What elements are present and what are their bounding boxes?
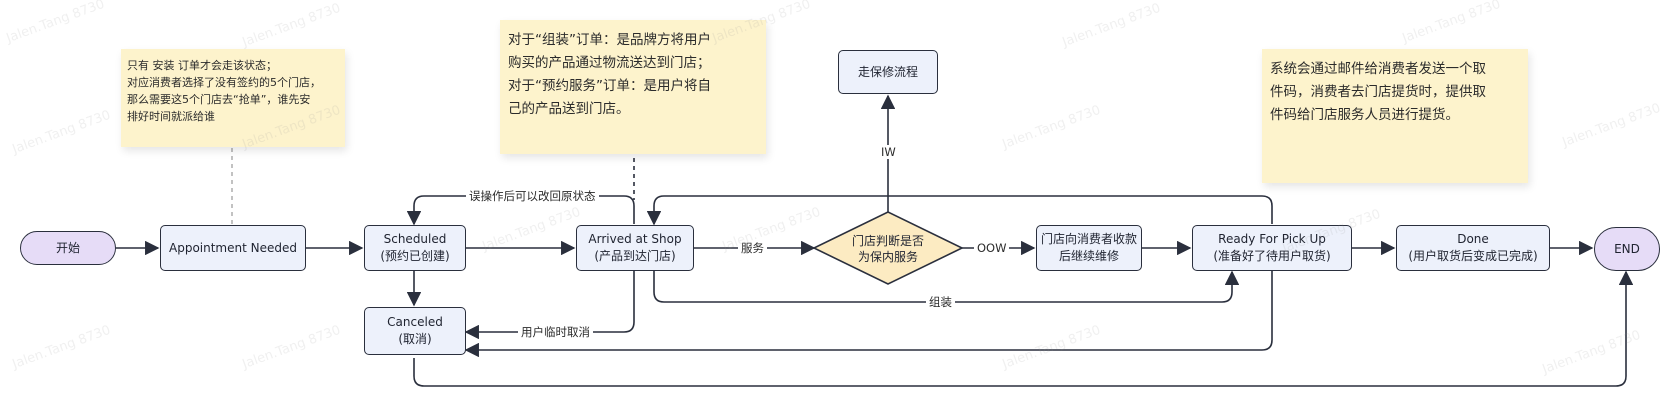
node-label: 门店向消费者收款 (1040, 232, 1137, 246)
done-node[interactable]: Done (用户取货后变成已完成) (1396, 225, 1550, 271)
ready-for-pickup-node[interactable]: Ready For Pick Up (准备好了待用户取货) (1192, 225, 1352, 271)
note-line: 系统会通过邮件给消费者发送一个取 (1270, 61, 1486, 77)
edge-canceled-end (413, 270, 1634, 387)
edge-label-assembly: 组装 (926, 295, 955, 309)
note-install: 只有 安装 订单才会走该状态； 对应消费者选择了没有签约的5个门店， 那么需要这… (121, 49, 345, 147)
start-node[interactable]: 开始 (20, 231, 116, 265)
node-label: Appointment Needed (169, 240, 297, 255)
decision-diamond[interactable] (812, 211, 964, 285)
node-sublabel: 后继续维修 (1058, 249, 1119, 263)
node-label: END (1614, 241, 1640, 256)
appointment-needed-node[interactable]: Appointment Needed (160, 225, 306, 271)
edge-ready-canceled (464, 270, 1273, 358)
note-pickup: 系统会通过邮件给消费者发送一个取 件码，消费者去门店提货时，提供取 件码给门店服… (1262, 49, 1528, 183)
note-assembly: 对于“组装”订单：是品牌方将用户 购买的产品通过物流送达到门店； 对于“预约服务… (500, 20, 766, 154)
node-label: Arrived at Shop (588, 232, 682, 246)
note-line: 对于“组装”订单：是品牌方将用户 (508, 32, 711, 48)
node-sublabel: (用户取货后变成已完成) (1408, 249, 1538, 263)
decision-line: 为保内服务 (857, 250, 918, 264)
edge-label-revert: 误操作后可以改回原状态 (466, 189, 599, 203)
edge-label-oow: OOW (974, 241, 1010, 255)
note-line: 那么需要这5个门店去“抢单”，谁先安 (127, 93, 311, 106)
canceled-node[interactable]: Canceled (取消) (364, 307, 466, 355)
note-line: 对于“预约服务”订单：是用户将自 (508, 78, 711, 94)
node-sublabel: (准备好了待用户取货) (1213, 249, 1331, 263)
node-label: Scheduled (383, 232, 447, 246)
charge-repair-node[interactable]: 门店向消费者收款 后继续维修 (1036, 225, 1142, 271)
note-line: 购买的产品通过物流送达到门店； (508, 55, 711, 71)
node-sublabel: (预约已创建) (380, 249, 450, 263)
note-line: 对应消费者选择了没有签约的5个门店， (127, 76, 321, 89)
note-line: 己的产品送到门店。 (508, 101, 630, 117)
note-line: 排好时间就派给谁 (127, 110, 215, 123)
node-label: 走保修流程 (857, 64, 918, 79)
edge-ready-back-arrived (646, 195, 1273, 226)
node-label: 开始 (55, 240, 80, 255)
node-label: Ready For Pick Up (1218, 232, 1326, 246)
decision-line: 门店判断是否 (851, 234, 924, 248)
arrived-at-shop-node[interactable]: Arrived at Shop (产品到达门店) (576, 225, 694, 271)
node-sublabel: (取消) (398, 332, 432, 346)
decision-label: 门店判断是否 为保内服务 (838, 233, 938, 265)
node-sublabel: (产品到达门店) (594, 249, 676, 263)
edge-user-cancel (464, 270, 635, 340)
edge-label-iw: IW (878, 145, 899, 159)
edge-label-user-cancel: 用户临时取消 (518, 325, 593, 339)
note-line: 件码，消费者去门店提货时，提供取 (1270, 84, 1486, 100)
node-label: Done (1457, 232, 1489, 246)
node-label: Canceled (387, 315, 443, 329)
scheduled-node[interactable]: Scheduled (预约已创建) (364, 225, 466, 271)
end-node[interactable]: END (1594, 227, 1660, 271)
edge-label-service: 服务 (738, 241, 767, 255)
note-line: 只有 安装 订单才会走该状态； (127, 59, 277, 72)
note-line: 件码给门店服务人员进行提货。 (1270, 107, 1459, 123)
warranty-flow-node[interactable]: 走保修流程 (838, 50, 938, 94)
